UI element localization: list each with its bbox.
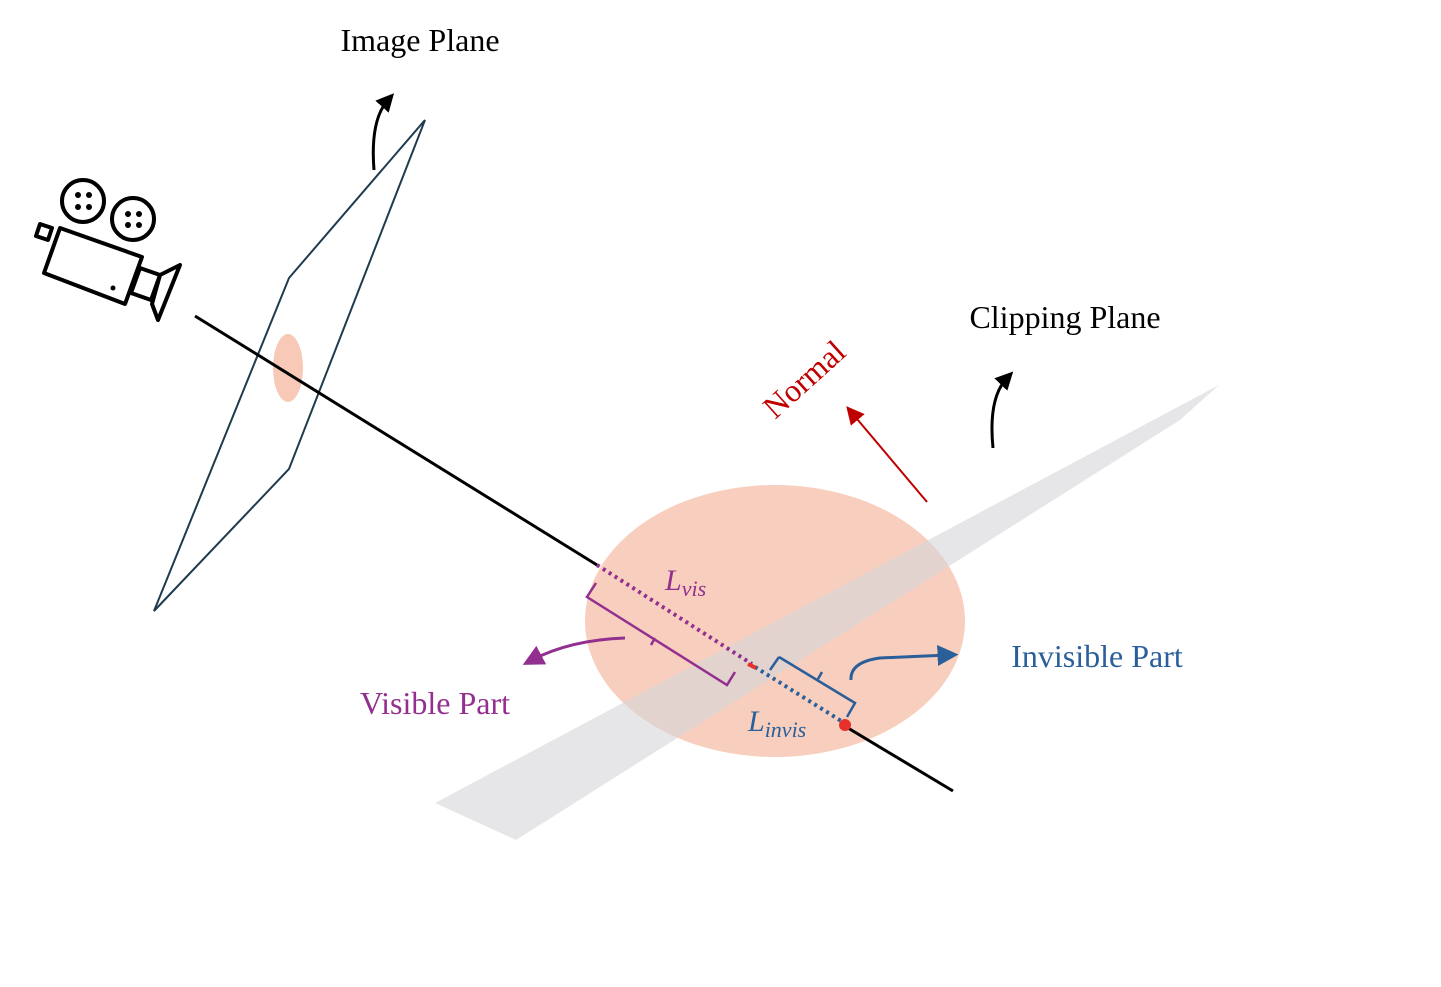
normal-arrow — [846, 406, 928, 503]
invisible-part-label: Invisible Part — [1011, 638, 1183, 674]
l-invis-main: L — [747, 705, 765, 738]
invisible-part-arrow — [849, 644, 959, 681]
l-vis-main: L — [664, 564, 682, 597]
l-vis-label: Lvis — [664, 564, 706, 601]
clipping-plane-rotate-arrow — [990, 371, 1014, 449]
l-invis-label: Linvis — [747, 705, 806, 742]
visible-part-arrow — [522, 636, 626, 665]
clipping-plane — [435, 385, 1219, 840]
invisible-bracket — [768, 655, 857, 718]
l-vis-sub: vis — [682, 576, 706, 601]
gaussian-center-point — [839, 719, 851, 731]
projected-gaussian — [273, 334, 303, 402]
normal-label: Normal — [756, 333, 853, 425]
ray-visible-segment — [595, 563, 754, 666]
image-plane — [153, 119, 426, 612]
clipping-plane-label: Clipping Plane — [969, 299, 1160, 335]
image-plane-rotate-arrow — [371, 93, 395, 171]
image-plane-label: Image Plane — [340, 22, 499, 58]
intersection-tick — [747, 662, 757, 670]
visible-bracket — [585, 582, 737, 687]
movie-camera-icon — [34, 178, 182, 322]
visible-part-label: Visible Part — [360, 685, 510, 721]
camera-ray-far — [847, 726, 954, 793]
l-invis-sub: invis — [765, 717, 807, 742]
camera-ray-near — [194, 314, 598, 567]
